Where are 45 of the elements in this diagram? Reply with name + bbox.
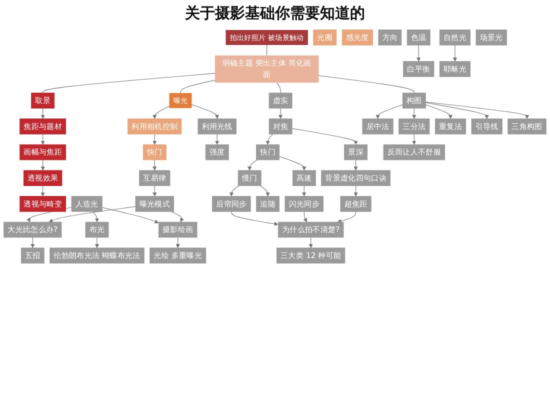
arrow	[48, 206, 136, 222]
arrow	[278, 156, 306, 171]
arrow	[92, 211, 100, 222]
arrow	[303, 211, 308, 222]
arrow	[292, 128, 358, 145]
arrow	[260, 185, 270, 196]
arrow	[40, 108, 45, 119]
arrow	[215, 134, 220, 145]
arrow	[30, 237, 35, 248]
diagram-title: 关于摄影基础你需要知道的	[184, 3, 366, 24]
arrow	[425, 102, 489, 119]
arrow	[354, 160, 358, 171]
arrow	[152, 134, 157, 145]
arrow	[248, 160, 258, 171]
arrow	[40, 160, 45, 171]
arrow	[425, 104, 453, 119]
arrow	[412, 134, 416, 145]
arrow	[416, 44, 421, 62]
connector	[276, 82, 281, 94]
arrow	[191, 104, 220, 119]
connector	[266, 44, 268, 56]
arrow	[425, 102, 530, 119]
arrow	[176, 237, 180, 248]
arrow	[231, 211, 278, 226]
connector	[180, 80, 216, 94]
arrow	[40, 185, 45, 196]
arrow	[266, 134, 274, 145]
arrow	[94, 237, 100, 248]
arrow	[354, 185, 358, 196]
arrow	[278, 108, 283, 119]
connector	[42, 73, 216, 94]
arrow	[170, 211, 184, 222]
arrow	[40, 134, 45, 145]
arrow	[376, 104, 403, 119]
arrow	[229, 185, 240, 196]
arrow	[302, 185, 306, 196]
arrow	[152, 106, 170, 119]
arrow	[337, 211, 356, 224]
arrow	[412, 108, 416, 119]
connector	[318, 75, 414, 94]
arrow	[152, 160, 157, 171]
arrow	[102, 207, 159, 224]
arrow	[308, 237, 313, 248]
arrow	[152, 185, 157, 196]
arrow	[452, 44, 458, 62]
